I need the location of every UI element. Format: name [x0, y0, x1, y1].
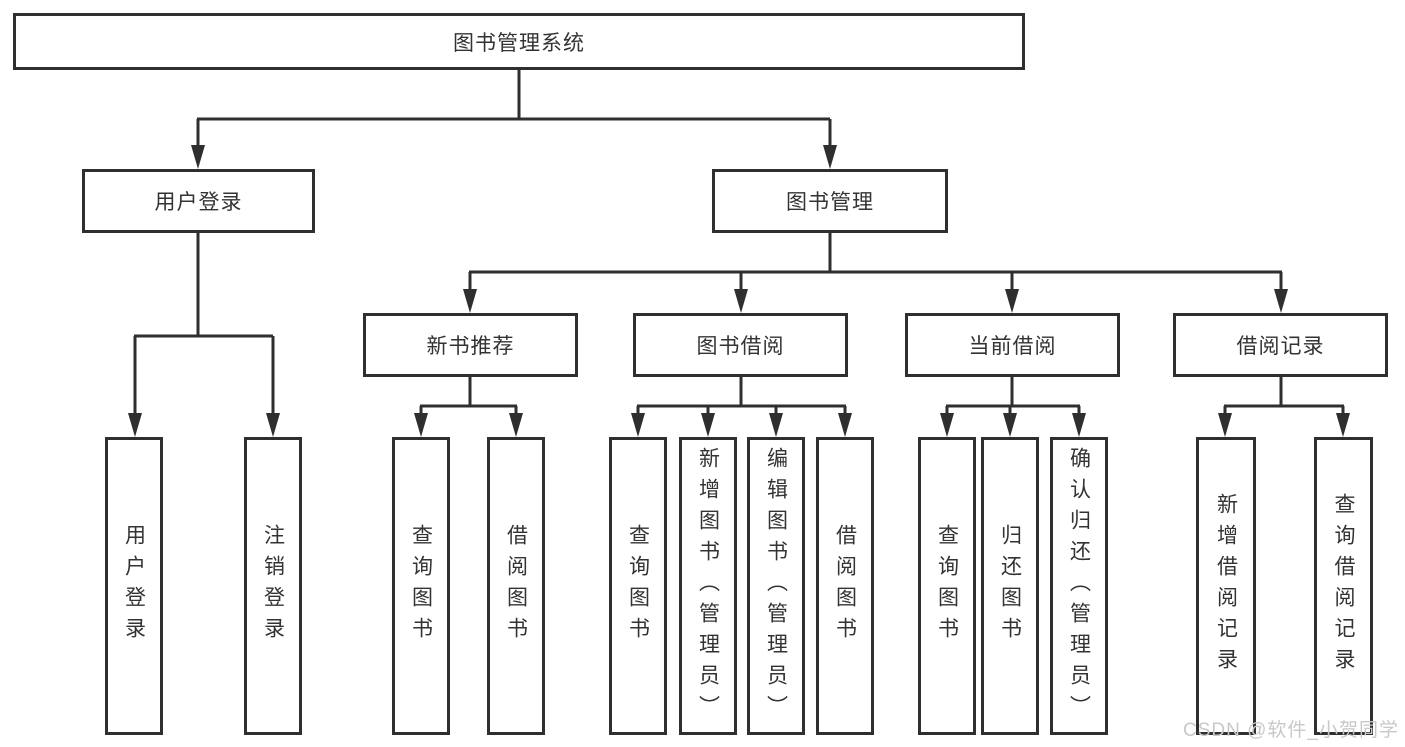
down-arrowhead	[838, 413, 852, 437]
down-arrowhead	[940, 413, 954, 437]
down-arrowhead	[463, 289, 477, 313]
node-library-management-system: 图书管理系统	[13, 13, 1025, 70]
leaf-user-login: 用户登录	[105, 437, 163, 735]
down-arrowhead	[631, 413, 645, 437]
arrowhead-markers	[128, 145, 1350, 437]
node-user-login: 用户登录	[82, 169, 315, 233]
leaf-label: 确认归还（管理员）	[1067, 446, 1091, 726]
leaf-confirm-return-admin: 确认归还（管理员）	[1050, 437, 1108, 735]
node-book-borrowing: 图书借阅	[633, 313, 848, 377]
down-arrowhead	[509, 413, 523, 437]
leaf-label: 借阅图书	[833, 524, 857, 648]
leaf-label: 新增图书（管理员）	[696, 446, 720, 726]
leaf-query-borrow-record: 查询借阅记录	[1314, 437, 1373, 735]
down-arrowhead	[823, 145, 837, 169]
leaf-query-books-current: 查询图书	[918, 437, 976, 735]
down-arrowhead	[1003, 413, 1017, 437]
leaf-label: 查询图书	[626, 524, 650, 648]
leaf-label: 查询图书	[409, 524, 433, 648]
down-arrowhead	[1072, 413, 1086, 437]
node-borrowing-records: 借阅记录	[1173, 313, 1388, 377]
node-label: 图书借阅	[696, 335, 785, 358]
down-arrowhead	[734, 289, 748, 313]
watermark: CSDN @软件_小贺同学	[1183, 720, 1399, 741]
down-arrowhead	[769, 413, 783, 437]
down-arrowhead	[1336, 413, 1350, 437]
down-arrowhead	[414, 413, 428, 437]
down-arrowhead	[1274, 289, 1288, 313]
node-label: 新书推荐	[426, 335, 515, 358]
leaf-logout: 注销登录	[244, 437, 302, 735]
leaf-edit-book-admin: 编辑图书（管理员）	[747, 437, 805, 735]
node-label: 用户登录	[154, 191, 243, 214]
down-arrowhead	[128, 413, 142, 437]
leaf-label: 编辑图书（管理员）	[764, 446, 788, 726]
down-arrowhead	[191, 145, 205, 169]
leaf-add-book-admin: 新增图书（管理员）	[679, 437, 737, 735]
leaf-borrow-books-recommend: 借阅图书	[487, 437, 545, 735]
leaf-label: 借阅图书	[504, 524, 528, 648]
leaf-label: 归还图书	[998, 524, 1022, 648]
leaf-label: 注销登录	[261, 524, 285, 648]
node-label: 借阅记录	[1236, 335, 1325, 358]
node-label: 当前借阅	[968, 335, 1057, 358]
leaf-add-borrow-record: 新增借阅记录	[1196, 437, 1256, 735]
node-label: 图书管理系统	[453, 31, 585, 55]
node-label: 图书管理	[786, 191, 874, 214]
leaf-borrow-book: 借阅图书	[816, 437, 874, 735]
down-arrowhead	[266, 413, 280, 437]
node-book-management: 图书管理	[712, 169, 948, 233]
leaf-label: 查询图书	[935, 524, 959, 648]
leaf-query-books-borrow: 查询图书	[609, 437, 667, 735]
down-arrowhead	[1218, 413, 1232, 437]
node-current-borrowing: 当前借阅	[905, 313, 1120, 377]
down-arrowhead	[1005, 289, 1019, 313]
leaf-label: 用户登录	[122, 524, 146, 648]
node-new-book-recommendation: 新书推荐	[363, 313, 578, 377]
leaf-label: 查询借阅记录	[1332, 493, 1355, 679]
leaf-return-book: 归还图书	[981, 437, 1039, 735]
leaf-label: 新增借阅记录	[1214, 493, 1238, 679]
down-arrowhead	[701, 413, 715, 437]
leaf-query-books-recommend: 查询图书	[392, 437, 450, 735]
